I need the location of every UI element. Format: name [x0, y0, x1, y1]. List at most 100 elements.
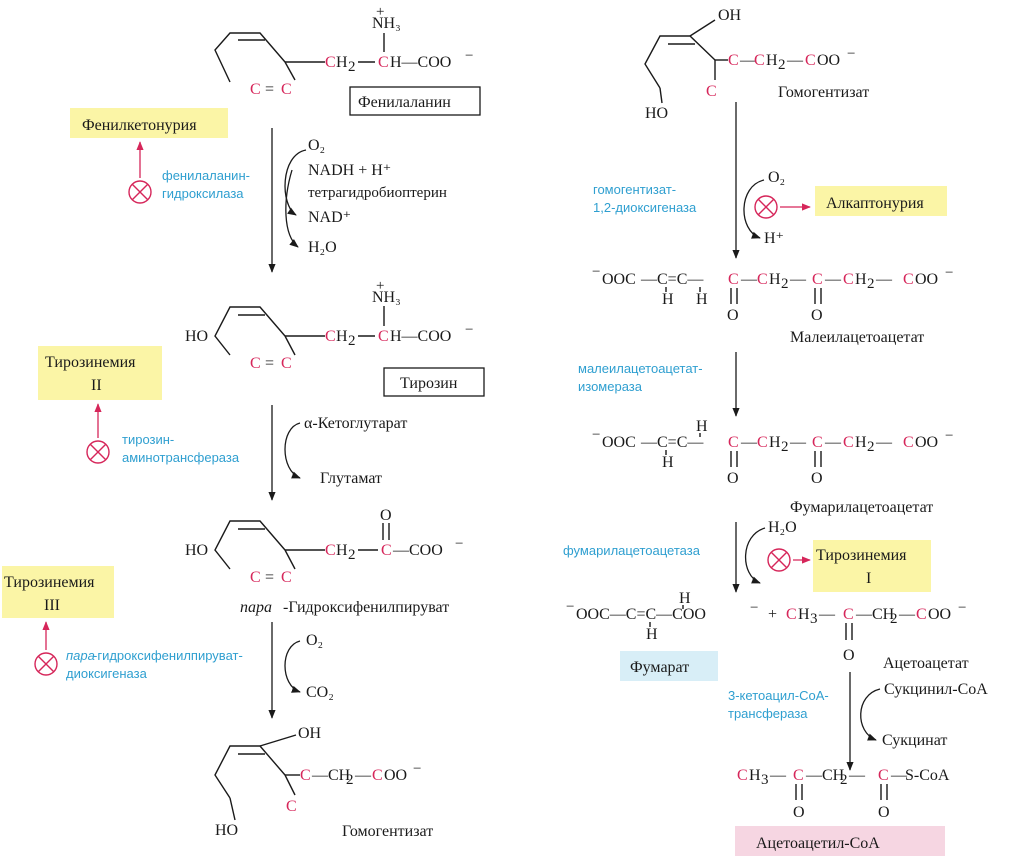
cofactor-nadh: NADH + H⁺ — [308, 162, 391, 179]
svg-text:OO: OO — [817, 52, 840, 69]
svg-text:H—COO: H—COO — [390, 54, 451, 71]
cofactor-akg: α-Кетоглутарат — [304, 415, 407, 432]
homogentisate-structure-left: C OH HO C —CH 2 — C OO − — [214, 725, 421, 839]
svg-text:−: − — [750, 600, 758, 616]
svg-text:—CH: —CH — [311, 767, 351, 784]
svg-text:—CH: —CH — [805, 767, 845, 784]
circled-x-inhibition-icon — [86, 440, 110, 464]
svg-text:I: I — [866, 570, 871, 587]
svg-text:—: — — [875, 434, 893, 451]
svg-text:2: 2 — [781, 439, 789, 455]
compound-acetoacetate: Ацетоацетат — [883, 655, 969, 672]
circled-x-inhibition-icon — [34, 652, 58, 676]
svg-text:—: — — [740, 434, 758, 451]
cofactor-o2: O₂ — [308, 137, 325, 154]
enzyme-pah: фенилаланин- — [162, 168, 250, 183]
svg-text:−: − — [455, 536, 463, 552]
disease-phenylketonuria: Фенилкетонурия — [82, 117, 197, 134]
fumarate-structure: − OOC—C=C—COO − H H — [566, 590, 758, 643]
svg-text:NH₃: NH₃ — [372, 289, 401, 306]
compound-homogentisate: Гомогентизат — [342, 823, 433, 840]
phenylalanine-structure: C = C C H 2 C H—COO − NH₃ + — [214, 4, 473, 98]
svg-text:H: H — [749, 767, 761, 784]
svg-text:C: C — [372, 767, 383, 784]
svg-text:O: O — [811, 307, 823, 324]
svg-text:C: C — [300, 767, 311, 784]
svg-text:−: − — [847, 46, 855, 62]
svg-text:—: — — [354, 767, 372, 784]
svg-text:C: C — [843, 606, 854, 623]
svg-text:—: — — [898, 606, 916, 623]
svg-text:O: O — [793, 804, 805, 821]
cofactor-succinate: Сукцинат — [882, 732, 947, 749]
svg-text:C: C — [381, 542, 392, 559]
svg-text:H—COO: H—COO — [390, 328, 451, 345]
svg-text:O: O — [727, 307, 739, 324]
disease-box — [70, 108, 228, 138]
svg-text:−: − — [566, 599, 574, 615]
svg-text:гидроксилаза: гидроксилаза — [162, 186, 244, 201]
acetoacetate-structure: C H 3 — C O —CH 2 — C OO − — [786, 600, 966, 664]
svg-text:H: H — [766, 52, 778, 69]
svg-text:C: C — [728, 271, 739, 288]
svg-text:H: H — [769, 434, 781, 451]
svg-text:—: — — [848, 767, 866, 784]
svg-text:−: − — [465, 48, 473, 64]
svg-text:C: C — [706, 83, 717, 100]
svg-text:H: H — [679, 590, 691, 607]
svg-text:C: C — [793, 767, 804, 784]
disease-alkaptonuria: Алкаптонурия — [826, 195, 924, 212]
svg-text:OOC: OOC — [602, 434, 636, 451]
svg-text:2: 2 — [778, 57, 786, 73]
svg-text:—: — — [875, 271, 893, 288]
svg-text:O: O — [878, 804, 890, 821]
svg-text:2: 2 — [781, 276, 789, 292]
svg-text:2: 2 — [867, 276, 875, 292]
svg-text:−: − — [945, 265, 953, 281]
compound-fumarylacetoacetate: Фумарилацетоацетат — [790, 499, 933, 516]
svg-text:HO: HO — [645, 105, 668, 122]
svg-text:H: H — [646, 626, 658, 643]
svg-text:−: − — [958, 600, 966, 616]
svg-text:C: C — [757, 434, 768, 451]
svg-text:OH: OH — [718, 7, 742, 24]
svg-text:—: — — [789, 271, 807, 288]
hydroxyphenylpyruvate-structure: C = C HO C H 2 C —COO − O — [185, 507, 463, 586]
svg-text:+: + — [376, 4, 384, 20]
svg-text:C: C — [812, 434, 823, 451]
acetoacetyl-coa-structure: C H 3 — C O —CH 2 — C O — S-CoA — [737, 767, 950, 821]
compound-maleylacetoacetate: Малеилацетоацетат — [790, 329, 924, 346]
svg-text:—: — — [818, 606, 836, 623]
enzyme-fah: фумарилацетоацетаза — [563, 543, 701, 558]
enzyme-tat: тирозин- — [122, 432, 174, 447]
svg-text:2: 2 — [840, 772, 848, 788]
svg-text:2: 2 — [348, 333, 356, 349]
svg-text:H: H — [662, 291, 674, 308]
svg-text:−: − — [413, 761, 421, 777]
svg-text:O: O — [843, 647, 855, 664]
svg-text:C: C — [754, 52, 765, 69]
chain-carbon: C — [325, 54, 336, 71]
svg-text:—: — — [769, 767, 787, 784]
svg-text:+: + — [768, 606, 777, 623]
svg-text:2: 2 — [348, 547, 356, 563]
svg-text:OOC: OOC — [602, 271, 636, 288]
tyrosine-structure: C = C HO C H 2 C H—COO − NH₃ + — [185, 278, 473, 372]
svg-text:2: 2 — [346, 772, 354, 788]
ring-carbon: C — [281, 81, 292, 98]
svg-text:O: O — [727, 470, 739, 487]
svg-text:C: C — [757, 271, 768, 288]
svg-text:HO: HO — [185, 328, 208, 345]
svg-text:C: C — [281, 569, 292, 586]
svg-text:2: 2 — [867, 439, 875, 455]
svg-text:O: O — [811, 470, 823, 487]
svg-text:—: — — [890, 767, 908, 784]
svg-text:H: H — [696, 291, 708, 308]
svg-text:—: — — [786, 52, 804, 69]
svg-text:C: C — [812, 271, 823, 288]
cofactor-succinyl-coa: Сукцинил-CoA — [884, 681, 988, 698]
svg-text:—CH: —CH — [855, 606, 895, 623]
svg-text:C: C — [916, 606, 927, 623]
enzyme-mai: малеилацетоацетат- — [578, 361, 703, 376]
svg-text:OOC—C=C—COO: OOC—C=C—COO — [576, 606, 706, 623]
